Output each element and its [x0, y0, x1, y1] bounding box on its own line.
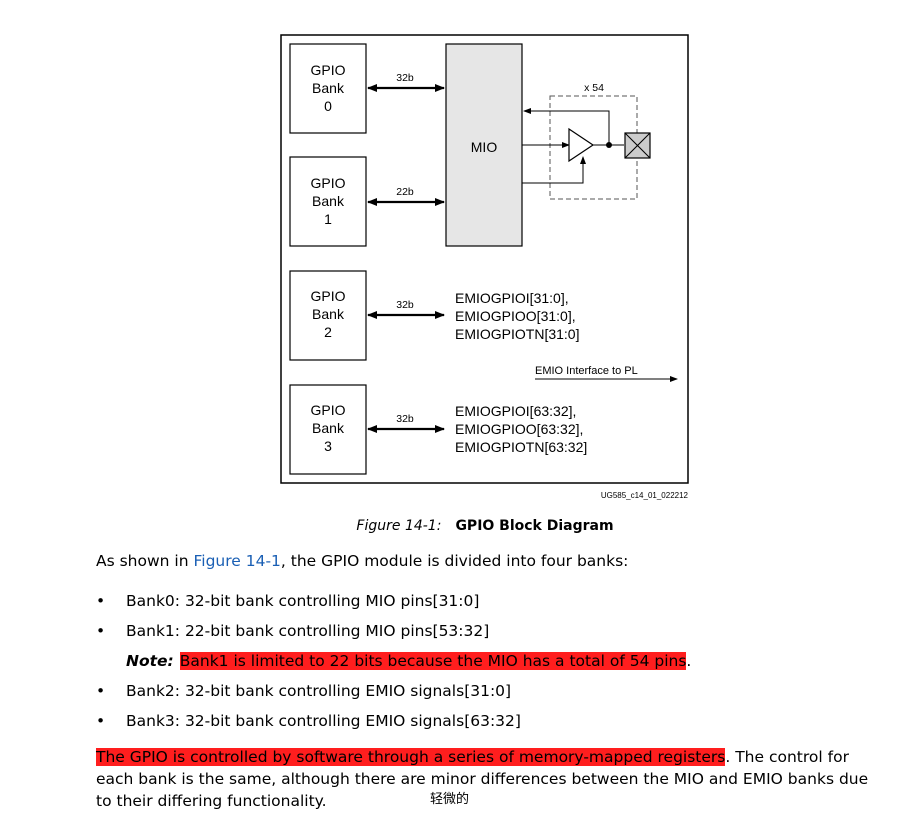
mio-block — [445, 43, 523, 247]
diagram-frame — [280, 34, 689, 484]
chinese-annotation: 轻微的 — [430, 792, 470, 807]
intro-paragraph: As shown in Figure 14-1, the GPIO module… — [96, 550, 628, 572]
figure-caption: Figure 14-1: GPIO Block Diagram — [0, 518, 920, 534]
bank-0-bus-width: 32b — [396, 72, 414, 84]
x54-label: x 54 — [584, 82, 604, 94]
bank-3-bus-width: 32b — [396, 413, 414, 425]
bank-2-label-line1: GPIO — [310, 288, 345, 304]
junction-dot — [606, 142, 612, 148]
bullet-marker: • — [96, 712, 106, 730]
bank-0-label-line3: 0 — [324, 98, 332, 114]
bank-1-label-line1: GPIO — [310, 175, 345, 191]
figure-link[interactable]: Figure 14-1 — [193, 552, 281, 570]
gpio-bank-3-box — [289, 384, 367, 475]
emio-bank3-line2: EMIOGPIOO[63:32], — [455, 421, 583, 437]
emio-bank2-line3: EMIOGPIOTN[31:0] — [455, 326, 579, 342]
note: Note: Bank1 is limited to 22 bits because… — [126, 650, 691, 672]
mio-label: MIO — [471, 139, 498, 155]
bank-2-label-line2: Bank — [312, 306, 345, 322]
intro-before: As shown in — [96, 552, 194, 570]
note-highlighted-text: Bank1 is limited to 22 bits because the … — [179, 652, 687, 670]
emio-bank3-line3: EMIOGPIOTN[63:32] — [455, 439, 587, 455]
bank-0-label-line2: Bank — [312, 80, 345, 96]
bank-1-label-line2: Bank — [312, 193, 345, 209]
bullet-marker: • — [96, 682, 106, 700]
figure-title: GPIO Block Diagram — [455, 518, 614, 534]
bullet-bank2: Bank2: 32-bit bank controlling EMIO sign… — [126, 682, 512, 700]
bank-1-label-line3: 1 — [324, 211, 332, 227]
final-rest: . The control for each bank is the same,… — [96, 748, 869, 810]
bullet-marker: • — [96, 592, 106, 610]
final-paragraph: The GPIO is controlled by software throu… — [96, 746, 886, 812]
bank-2-label-line3: 2 — [324, 324, 332, 340]
bullet-bank3: Bank3: 32-bit bank controlling EMIO sign… — [126, 712, 521, 730]
note-end: . — [686, 652, 692, 670]
figure-number: Figure 14-1: — [356, 518, 442, 534]
emio-bank2-line1: EMIOGPIOI[31:0], — [455, 290, 569, 306]
emio-bank3-line1: EMIOGPIOI[63:32], — [455, 403, 576, 419]
tristate-control-line — [522, 156, 586, 184]
emio-interface-label: EMIO Interface to PL — [535, 365, 638, 377]
figure-id: UG585_c14_01_022212 — [601, 491, 689, 500]
final-highlighted-text: The GPIO is controlled by software throu… — [96, 748, 726, 766]
intro-after: , the GPIO module is divided into four b… — [280, 552, 629, 570]
gpio-bank-2-box — [289, 270, 367, 361]
gpio-block-diagram: GPIO Bank 0 GPIO Bank 1 GPIO Bank 2 GPIO… — [280, 34, 689, 500]
bank-1-bus-width: 22b — [396, 186, 414, 198]
bullet-bank1: Bank1: 22-bit bank controlling MIO pins[… — [126, 622, 490, 640]
io-pad-icon — [624, 132, 651, 159]
gpio-bank-1-box — [289, 156, 367, 247]
bullet-marker: • — [96, 622, 106, 640]
bank-3-label-line3: 3 — [324, 438, 332, 454]
bank-0-label-line1: GPIO — [310, 62, 345, 78]
bank-2-bus-width: 32b — [396, 299, 414, 311]
output-buffer-icon — [568, 127, 595, 163]
bank-3-label-line1: GPIO — [310, 402, 345, 418]
bank-3-label-line2: Bank — [312, 420, 345, 436]
emio-bank2-line2: EMIOGPIOO[31:0], — [455, 308, 576, 324]
input-signal-line — [523, 108, 610, 145]
gpio-bank-0-box — [289, 43, 367, 134]
note-label: Note: — [126, 652, 174, 670]
bullet-bank0: Bank0: 32-bit bank controlling MIO pins[… — [126, 592, 480, 610]
